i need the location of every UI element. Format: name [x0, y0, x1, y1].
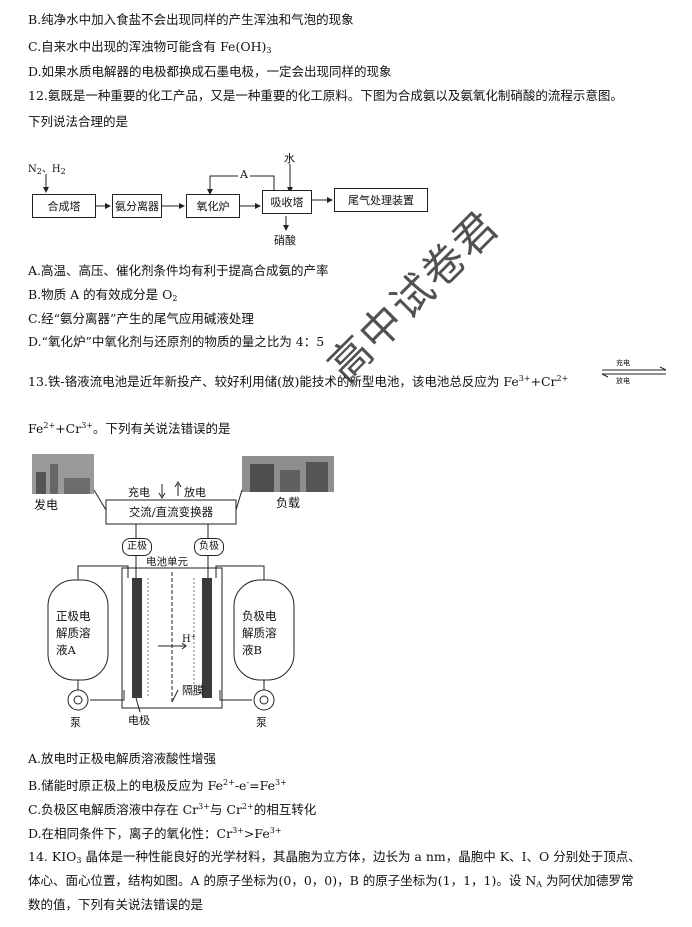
q12-option-a: A.高温、高压、催化剂条件均有利于提高合成氨的产率 — [28, 263, 329, 278]
equilibrium-arrows — [601, 366, 667, 378]
battery-diagram: 发电 负载 充电 放电 交流/直流变换器 正极 负极 电池单元 正极电解质溶液A… — [28, 450, 338, 740]
reversible-arrow: 充电 放电 — [600, 358, 670, 388]
q13-stem-line1: 13.铁-铬液流电池是近年新投产、较好利用储(放)能技术的新型电池，该电池总反应… — [28, 374, 569, 390]
flow-box-oxidation: 氧化炉 — [186, 194, 240, 218]
q14-stem-line3: 数的值，下列有关说法错误的是 — [28, 897, 204, 912]
q13-stem-line2: Fe2++Cr3+。下列有关说法错误的是 — [28, 421, 231, 437]
arrow-label-discharge: 放电 — [616, 377, 630, 385]
flow-box-absorption: 吸收塔 — [262, 190, 312, 214]
q13-option-a: A.放电时正极电解质溶液酸性增强 — [28, 751, 217, 766]
label-discharge: 放电 — [184, 486, 206, 499]
flow-nitric-label: 硝酸 — [274, 234, 296, 247]
label-pump-left: 泵 — [70, 716, 81, 729]
label-converter: 交流/直流变换器 — [128, 505, 214, 519]
battery-drawing — [32, 454, 334, 713]
flow-box-tail-gas: 尾气处理装置 — [334, 188, 428, 212]
flow-input-label: N2、H2 — [28, 164, 66, 176]
flow-box-synthesis: 合成塔 — [32, 194, 96, 218]
q13-option-c: C.负极区电解质溶液中存在 Cr3+与 Cr2+的相互转化 — [28, 802, 317, 818]
label-charge: 充电 — [128, 486, 150, 499]
flow-arrows — [43, 164, 333, 231]
label-positive-electrode: 正极 — [122, 538, 152, 556]
label-power-generation: 发电 — [34, 498, 59, 512]
q12-option-c: C.经“氨分离器”产生的尾气应用碱液处理 — [28, 311, 254, 326]
q14-stem-line2: 体心、面心位置，结构如图。A 的原子坐标为(0，0，0)，B 的原子坐标为(1，… — [28, 873, 634, 889]
flow-water-label: 水 — [284, 152, 295, 165]
label-right-tank: 负极电解质溶液B — [242, 609, 277, 657]
label-negative-electrode: 负极 — [194, 538, 224, 556]
flow-box-separator: 氨分离器 — [112, 194, 162, 218]
q12-stem-line2: 下列说法合理的是 — [28, 114, 129, 129]
q13-option-b: B.储能时原正极上的电极反应为 Fe2+-e-=Fe3+ — [28, 778, 287, 794]
q12-option-b: B.物质 A 的有效成分是 O2 — [28, 287, 178, 303]
q12-stem-line1: 12.氨既是一种重要的化工产品，又是一种重要的化工原料。下图为合成氨以及氨氧化制… — [28, 88, 623, 103]
label-cell-unit: 电池单元 — [146, 556, 188, 568]
q12-option-d: D.“氧化炉”中氧化剂与还原剂的物质的量之比为 4：5 — [28, 334, 325, 349]
label-pump-right: 泵 — [256, 716, 267, 729]
arrow-label-charge: 充电 — [616, 359, 630, 367]
q11-option-c: C.自来水中出现的浑浊物可能含有 Fe(OH)3 — [28, 39, 272, 55]
q11-option-b: B.纯净水中加入食盐不会出现同样的产生浑浊和气泡的现象 — [28, 12, 354, 27]
q11-option-d: D.如果水质电解器的电极都换成石墨电极，一定会出现同样的现象 — [28, 64, 392, 79]
label-load: 负载 — [276, 496, 301, 510]
flow-a-label: A — [238, 168, 250, 181]
label-hydrogen-ion: H⁺ — [182, 634, 196, 645]
q13-option-d: D.在相同条件下，离子的氧化性：Cr3+>Fe3+ — [28, 826, 282, 842]
label-membrane: 隔膜 — [182, 684, 204, 697]
label-left-tank: 正极电解质溶液A — [56, 609, 91, 657]
ammonia-flow-diagram: N2、H2 水 A 硝酸 合成塔 氨分离器 氧化炉 吸收塔 尾气处理装置 — [28, 150, 448, 250]
q14-stem-line1: 14. KIO3 晶体是一种性能良好的光学材料，其晶胞为立方体，边长为 a nm… — [28, 849, 641, 865]
label-electrode: 电极 — [128, 714, 150, 727]
